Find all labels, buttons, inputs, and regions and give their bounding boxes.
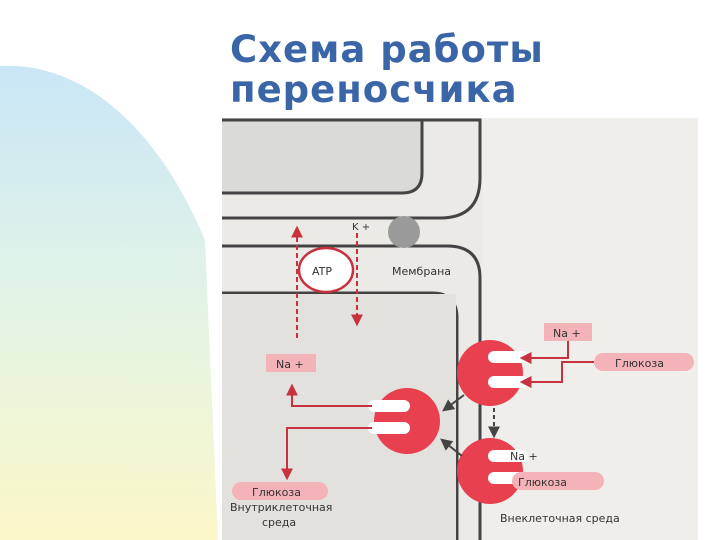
intracellular-label-line1: Внутриклеточная xyxy=(230,501,332,514)
glucose-left-label: Глюкоза xyxy=(252,486,301,499)
transporter-state-b xyxy=(457,340,523,406)
glucose-release-arrow xyxy=(281,427,372,481)
slide-title: Схема работы переносчика глюкозы xyxy=(230,30,544,122)
transporter-diagram: K + ATP Мембрана Na + Na + Глюкоза xyxy=(222,118,698,540)
transporter-state-a xyxy=(374,388,440,454)
membrane-label: Мембрана xyxy=(392,265,451,278)
transporter-b-site-na xyxy=(488,351,528,363)
transporter-state-c xyxy=(457,438,523,504)
cycle-arrow-c-to-a xyxy=(440,438,463,457)
na-left-box xyxy=(266,354,316,372)
glucose-bind-arrow xyxy=(519,361,594,388)
extracellular-label: Внеклеточная среда xyxy=(500,512,620,525)
glucose-bottom-box xyxy=(512,472,604,490)
k-channel xyxy=(388,216,420,248)
upper-cell-outer-membrane xyxy=(222,118,482,220)
cycle-arrow-b-to-a xyxy=(442,394,465,412)
transporter-c-site-na xyxy=(488,450,528,462)
lower-cell-outer-membrane xyxy=(222,244,482,540)
na-release-arrow xyxy=(286,383,372,407)
glucose-top-box xyxy=(594,353,694,371)
atp-pump xyxy=(297,246,355,294)
glucose-top-label: Глюкоза xyxy=(615,357,664,370)
na-top-label: Na + xyxy=(553,327,581,340)
na-bottom-label: Na + xyxy=(510,450,538,463)
intracellular-label-line2: среда xyxy=(262,516,296,529)
transporter-b-site-glucose xyxy=(488,376,528,388)
transporter-a-site-glucose xyxy=(368,422,410,434)
transporter-a-site-na xyxy=(368,400,410,412)
upper-cell-membrane xyxy=(222,118,424,195)
na-top-box xyxy=(544,323,592,341)
atp-label: ATP xyxy=(312,265,332,278)
glucose-left-box xyxy=(232,482,328,500)
na-bind-arrow xyxy=(519,341,569,364)
glucose-bottom-label: Глюкоза xyxy=(518,476,567,489)
na-left-label: Na + xyxy=(276,358,304,371)
k-ion-label: K + xyxy=(352,222,370,233)
